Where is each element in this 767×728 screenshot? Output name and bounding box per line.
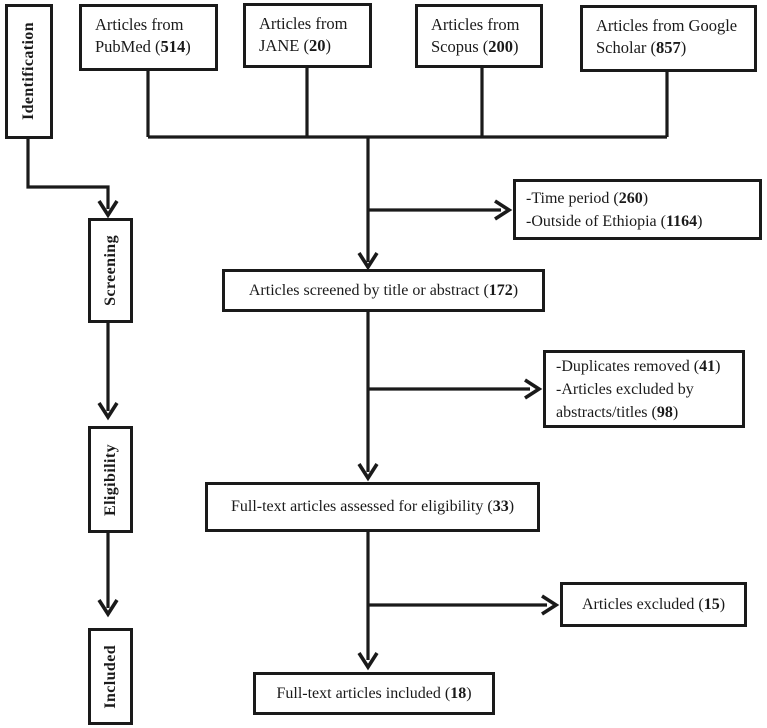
text-line: Articles screened by title or abstract (… bbox=[248, 281, 519, 299]
stage-label-screening: Screening bbox=[101, 235, 119, 306]
source-box-google-scholar: Articles from Google Scholar (857) bbox=[580, 5, 757, 72]
arrowhead-down-included-stage bbox=[97, 599, 119, 618]
flow-box-fulltext-assessed: Full-text articles assessed for eligibil… bbox=[205, 482, 540, 532]
flow-box-fulltext-included: Full-text articles included (18) bbox=[253, 672, 495, 715]
connector-identification-elbow bbox=[26, 137, 110, 209]
text-line: Articles from PubMed (514) bbox=[95, 15, 191, 56]
text-line: Full-text articles included (18) bbox=[276, 684, 472, 702]
text-line: -Duplicates removed (41) bbox=[556, 357, 721, 375]
source-box-pubmed: Articles from PubMed (514) bbox=[79, 4, 218, 71]
stage-box-included: Included bbox=[88, 628, 133, 725]
arrowhead-right-exclusion-2 bbox=[524, 378, 543, 400]
stage-box-identification: Identification bbox=[5, 4, 53, 139]
flow-box-screened: Articles screened by title or abstract (… bbox=[222, 269, 545, 312]
stage-box-screening: Screening bbox=[88, 218, 133, 323]
exclusion-box-time-period: -Time period (260) -Outside of Ethiopia (… bbox=[513, 179, 762, 240]
text-line: -Time period (260) bbox=[526, 189, 649, 207]
stage-label-eligibility: Eligibility bbox=[101, 443, 119, 516]
text-line: -Outside of Ethiopia (1164) bbox=[526, 212, 703, 230]
text-line: Articles from Google Scholar (857) bbox=[596, 16, 738, 57]
arrowhead-down-screened bbox=[357, 252, 379, 271]
text-line: -Articles excluded by abstracts/titles (… bbox=[556, 380, 694, 421]
arrowhead-right-exclusion-3 bbox=[541, 594, 560, 616]
arrowhead-down-screening-stage bbox=[97, 200, 119, 219]
text-line: Articles excluded (15) bbox=[581, 595, 726, 613]
source-box-scopus: Articles from Scopus (200) bbox=[415, 4, 543, 68]
text-line: Articles from JANE (20) bbox=[259, 14, 348, 55]
stage-label-included: Included bbox=[101, 644, 119, 709]
arrowhead-down-eligibility-stage bbox=[97, 402, 119, 421]
arrowhead-right-exclusion-1 bbox=[494, 199, 513, 221]
arrowhead-down-fulltext bbox=[357, 463, 379, 482]
source-box-jane: Articles from JANE (20) bbox=[243, 3, 372, 68]
arrowhead-down-included bbox=[357, 652, 379, 671]
stage-label-identification: Identification bbox=[20, 22, 37, 121]
text-line: Articles from Scopus (200) bbox=[431, 15, 520, 56]
exclusion-box-articles-excluded: Articles excluded (15) bbox=[560, 582, 747, 627]
exclusion-box-duplicates: -Duplicates removed (41) -Articles exclud… bbox=[543, 350, 745, 428]
text-line: Full-text articles assessed for eligibil… bbox=[230, 498, 515, 515]
stage-box-eligibility: Eligibility bbox=[88, 426, 133, 533]
